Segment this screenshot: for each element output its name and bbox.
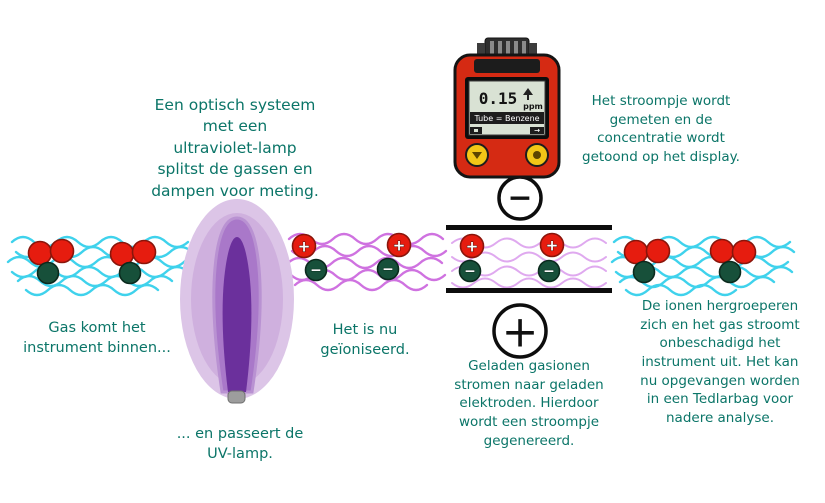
sensor-clip-tab-right (529, 43, 537, 55)
caption-uv-lamp-pass: ... en passeert de UV-lamp. (176, 426, 304, 462)
caption-regroup: De ionen hergroeperen zich en het gas st… (640, 298, 800, 426)
molecule-cluster (27, 238, 75, 285)
caption-electrodes: Geladen gasionen stromen naar geladen el… (454, 358, 604, 449)
positive-ion (459, 233, 485, 259)
minus-symbol: − (464, 264, 476, 280)
minus-symbol: − (382, 262, 394, 278)
green-molecule (118, 261, 142, 285)
green-molecule (36, 261, 60, 285)
device-reading: 0.15 (479, 89, 518, 108)
positive-electrode-circle (492, 303, 548, 359)
up-arrow-icon (523, 88, 533, 100)
electrode-plate-top (446, 225, 612, 230)
red-molecule (709, 238, 735, 264)
soft-key-right (530, 127, 544, 134)
button-glyph-left (472, 152, 482, 159)
ion-pair: + − (537, 232, 565, 283)
device-unit: ppm (523, 102, 543, 111)
minus-symbol: − (543, 264, 555, 280)
sensor-clip-tab-left (477, 43, 485, 55)
device-status-bar (470, 112, 544, 124)
caption-ionized: Het is nu geïoniseerd. (320, 322, 410, 358)
minus-symbol: − (310, 263, 322, 279)
device-status-text: Tube = Benzene (473, 114, 539, 123)
soft-key-left-glyph (474, 129, 478, 132)
button-glyph-right (533, 151, 541, 159)
positive-ion (386, 232, 412, 258)
negative-ion (304, 258, 328, 282)
gas-detector-device: 0.15 ppm Tube = Benzene → (453, 37, 561, 179)
uv-lamp-core (222, 237, 252, 392)
ion-pair: + − (291, 233, 328, 282)
device-lcd (468, 80, 546, 136)
molecule-cluster (623, 238, 671, 284)
plus-symbol: + (298, 238, 311, 256)
red-molecule (27, 240, 53, 266)
red-molecule (645, 238, 671, 264)
red-molecule (731, 239, 757, 265)
right-arrow-icon: → (534, 127, 540, 135)
caption-display-reading: Het stroompje wordt gemeten en de concen… (582, 93, 740, 165)
molecule-cluster (109, 239, 157, 285)
uv-lamp-base (227, 390, 246, 404)
positive-ion (291, 233, 317, 259)
green-molecule (718, 260, 742, 284)
caption-optical-system: Een optisch systeem met een ultraviolet-… (151, 96, 319, 200)
plus-symbol: + (546, 237, 559, 255)
negative-ion (376, 257, 400, 281)
ion-pair: + − (376, 232, 412, 281)
red-molecule (623, 239, 649, 265)
sensor-clip-slots (490, 41, 526, 55)
red-molecule (131, 239, 157, 265)
green-molecule (632, 260, 656, 284)
plus-symbol: + (393, 237, 406, 255)
ion-pair: + − (458, 233, 485, 283)
positive-ion (539, 232, 565, 258)
positive-electrode-symbol: + (502, 307, 539, 358)
negative-electrode-symbol: − (507, 181, 532, 216)
molecule-cluster (709, 238, 757, 284)
negative-ion (458, 259, 482, 283)
uv-lamp (180, 199, 294, 404)
device-top-vent (474, 59, 540, 73)
red-molecule (49, 238, 75, 264)
plus-symbol: + (466, 238, 479, 256)
electrode-plate-bottom (446, 288, 612, 293)
caption-gas-in: Gas komt het instrument binnen... (23, 320, 171, 356)
negative-ion (537, 259, 561, 283)
